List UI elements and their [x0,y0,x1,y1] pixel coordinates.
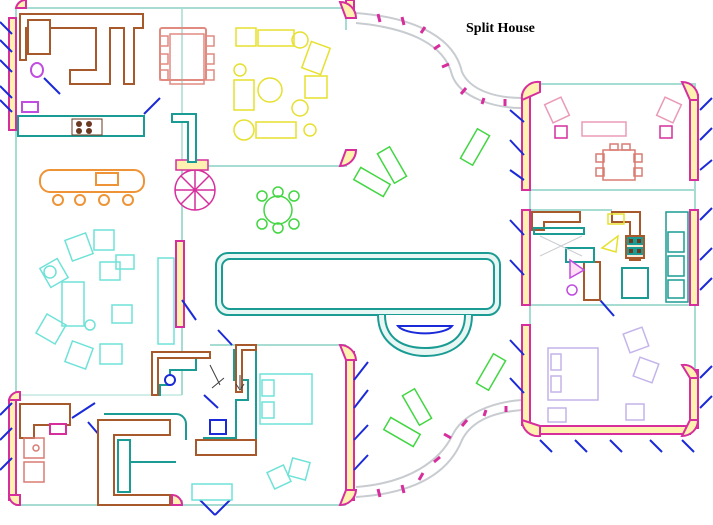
rw-cross [539,235,583,257]
kitchen-bottom [19,403,171,506]
wall-corners [7,0,700,507]
rw-bedroom [547,326,660,423]
spiral-stair [174,159,216,211]
plan-title: Split House [466,21,535,36]
baths-walls [151,344,257,456]
rw-fixtures [566,213,625,296]
bed-center [191,373,313,501]
stair-rail [171,113,197,163]
dining-table [159,33,215,85]
walkway-bottom [355,399,523,498]
rw-bath-teal [533,227,649,299]
appliances-bl [23,437,45,483]
rw-right-seating [665,211,689,303]
walkway-top [355,12,523,109]
kitchen-bottom-teal [104,413,187,493]
living-yellow [233,27,332,141]
rw-dining [595,143,643,181]
lounge-cyan [34,229,175,371]
pool [215,252,501,358]
stove [71,118,103,136]
patio-loungers [256,127,507,448]
bar-counter [39,169,145,206]
rw-pink [543,96,683,139]
bath-fixtures [21,62,44,113]
kitchen-top [19,13,207,85]
walkway-markers [376,13,508,498]
door-markers [0,21,713,516]
rw-bath [531,211,641,301]
stair-arrow [209,364,245,391]
